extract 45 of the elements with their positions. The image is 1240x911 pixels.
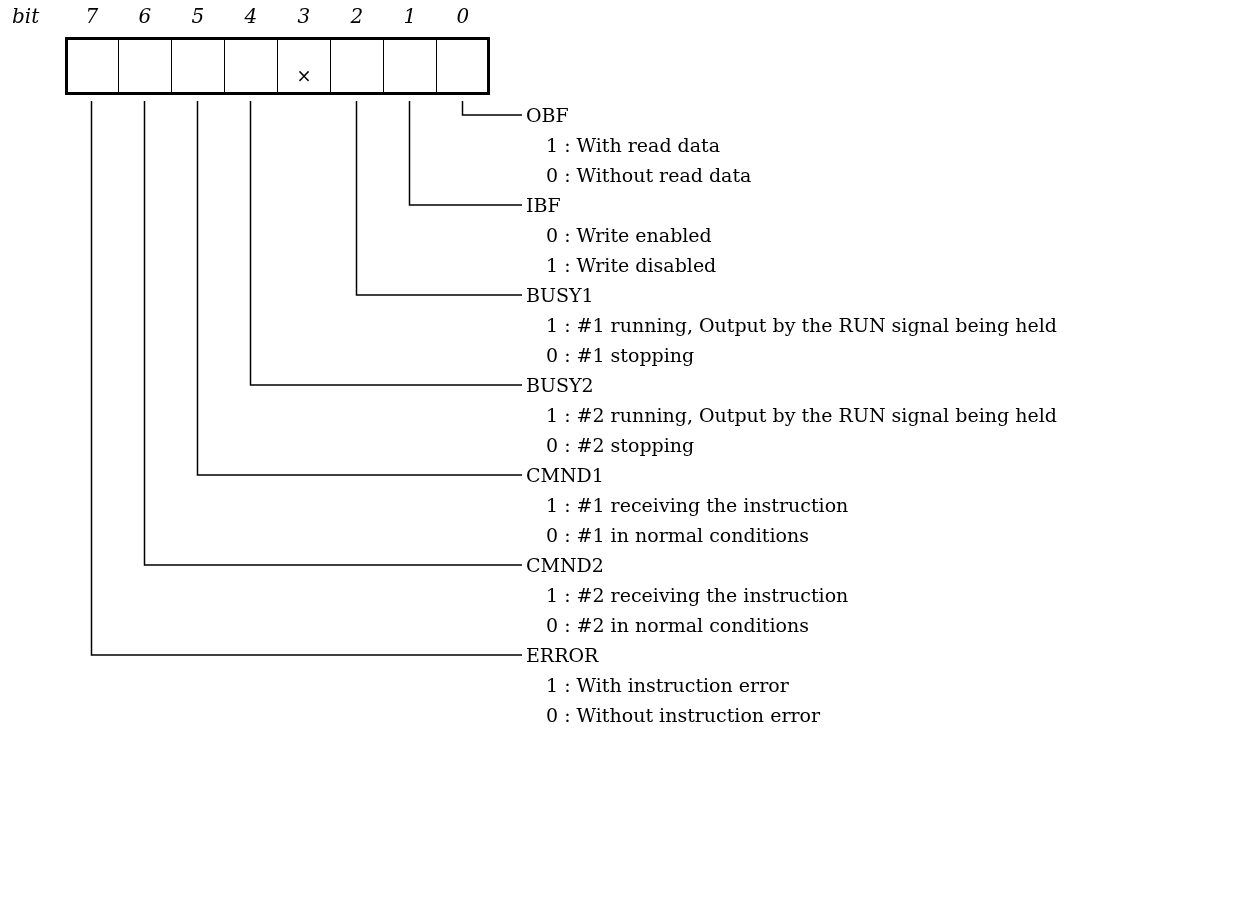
bit-cell [118,37,172,95]
value-description: 0 : #2 stopping [546,433,695,457]
value-description: 0 : #1 in normal conditions [546,523,809,547]
field-name: IBF [526,193,561,217]
field-name: OBF [526,103,569,127]
bit-cell [330,37,384,95]
field-name: BUSY2 [526,373,594,397]
leader-line [249,100,523,386]
bit-cell [171,37,225,95]
bit-number: 1 [403,4,417,28]
bit-number: 2 [350,4,364,28]
leader-line [90,100,523,656]
reserved-bit-cell: × [277,37,331,95]
bit-cell [224,37,278,95]
value-description: 1 : #2 receiving the instruction [546,583,849,607]
field-name: BUSY1 [526,283,594,307]
axis-label: bit [12,4,40,28]
bit-number: 3 [297,4,311,28]
leader-line [408,100,523,206]
value-description: 0 : Write enabled [546,223,712,247]
leader-line [355,100,523,296]
value-description: 0 : #1 stopping [546,343,695,367]
bit-number: 6 [138,4,152,28]
leader-line [196,100,523,476]
leader-line [461,100,523,116]
field-name: ERROR [526,643,599,667]
value-description: 1 : #2 running, Output by the RUN signal being held [546,403,1057,427]
value-description: 1 : Write disabled [546,253,717,277]
leader-line [143,100,523,566]
bit-number: 5 [191,4,205,28]
value-description: 1 : #1 receiving the instruction [546,493,849,517]
bit-number: 7 [85,4,99,28]
value-description: 0 : #2 in normal conditions [546,613,809,637]
bit-number: 4 [244,4,258,28]
bit-cell [65,37,119,95]
bit-cell [383,37,437,95]
value-description: 0 : Without read data [546,163,752,187]
value-description: 1 : With instruction error [546,673,789,697]
value-description: 1 : With read data [546,133,721,157]
bit-cell [436,37,490,95]
value-description: 0 : Without instruction error [546,703,821,727]
field-name: CMND1 [526,463,604,487]
field-name: CMND2 [526,553,604,577]
value-description: 1 : #1 running, Output by the RUN signal being held [546,313,1057,337]
bit-number: 0 [456,4,470,28]
